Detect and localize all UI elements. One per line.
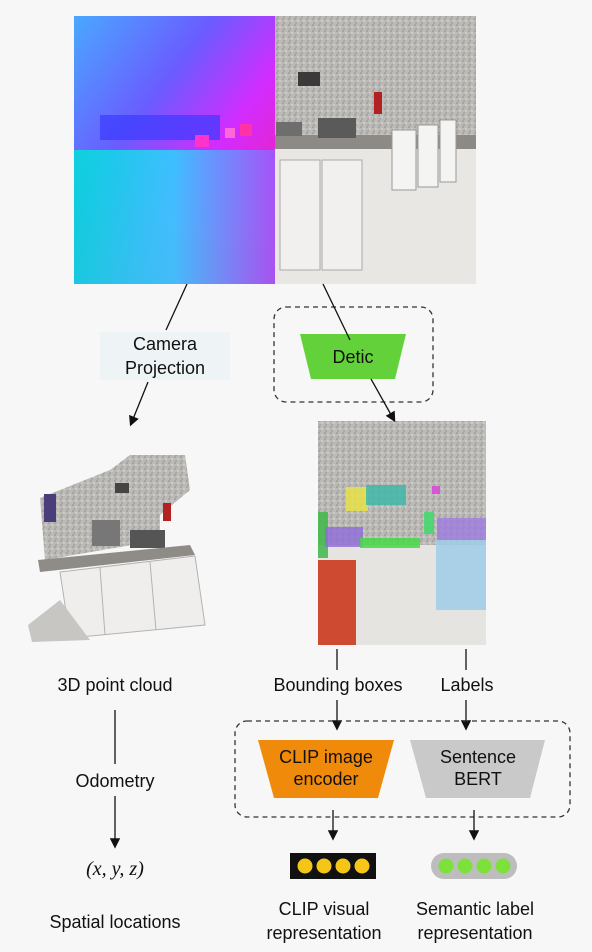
bounding-boxes-label: Bounding boxes <box>273 675 403 695</box>
sbert-line1: Sentence <box>439 747 517 767</box>
detic-output-image <box>318 421 486 645</box>
semantic-label-vector <box>431 853 517 879</box>
point-cloud-image <box>28 455 206 642</box>
sbert-label: Sentence BERT <box>420 746 536 790</box>
clip-encoder-line2: encoder <box>293 769 359 789</box>
clip-encoder-label: CLIP image encoder <box>268 746 384 790</box>
sem-repr-line1: Semantic label <box>415 899 535 919</box>
clip-encoder-block <box>258 740 394 798</box>
rgb-image <box>275 16 476 284</box>
clip-repr-line1: CLIP visual <box>278 899 370 919</box>
clip-encoder-line1: CLIP image <box>279 747 373 767</box>
sem-repr-line2: representation <box>417 923 533 943</box>
point-cloud-label: 3D point cloud <box>57 675 173 695</box>
detic-label: Detic <box>332 347 374 367</box>
camera-projection-line1: Camera <box>132 334 198 354</box>
semantic-label-repr-label: Semantic label representation <box>400 897 550 945</box>
labels-label: Labels <box>440 675 494 695</box>
detic-block <box>300 334 406 379</box>
encoders-dashed-group <box>234 720 571 818</box>
clip-visual-repr-label: CLIP visual representation <box>254 897 394 945</box>
connector-line <box>322 283 351 341</box>
camera-projection-label: Camera Projection <box>100 332 230 380</box>
odometry-label: Odometry <box>75 771 155 791</box>
clip-repr-line2: representation <box>266 923 382 943</box>
connector-line <box>165 283 188 331</box>
xyz-label: (x, y, z) <box>86 858 144 880</box>
depth-image <box>74 16 275 284</box>
camera-projection-line2: Projection <box>124 358 206 378</box>
spatial-locations-label: Spatial locations <box>49 912 181 932</box>
arrow-to-point-cloud <box>129 381 149 427</box>
clip-visual-vector <box>290 853 376 879</box>
sbert-line2: BERT <box>454 769 502 789</box>
arrow-to-detic-image <box>370 378 396 423</box>
detic-dashed-group <box>273 306 434 403</box>
sbert-block <box>410 740 545 798</box>
